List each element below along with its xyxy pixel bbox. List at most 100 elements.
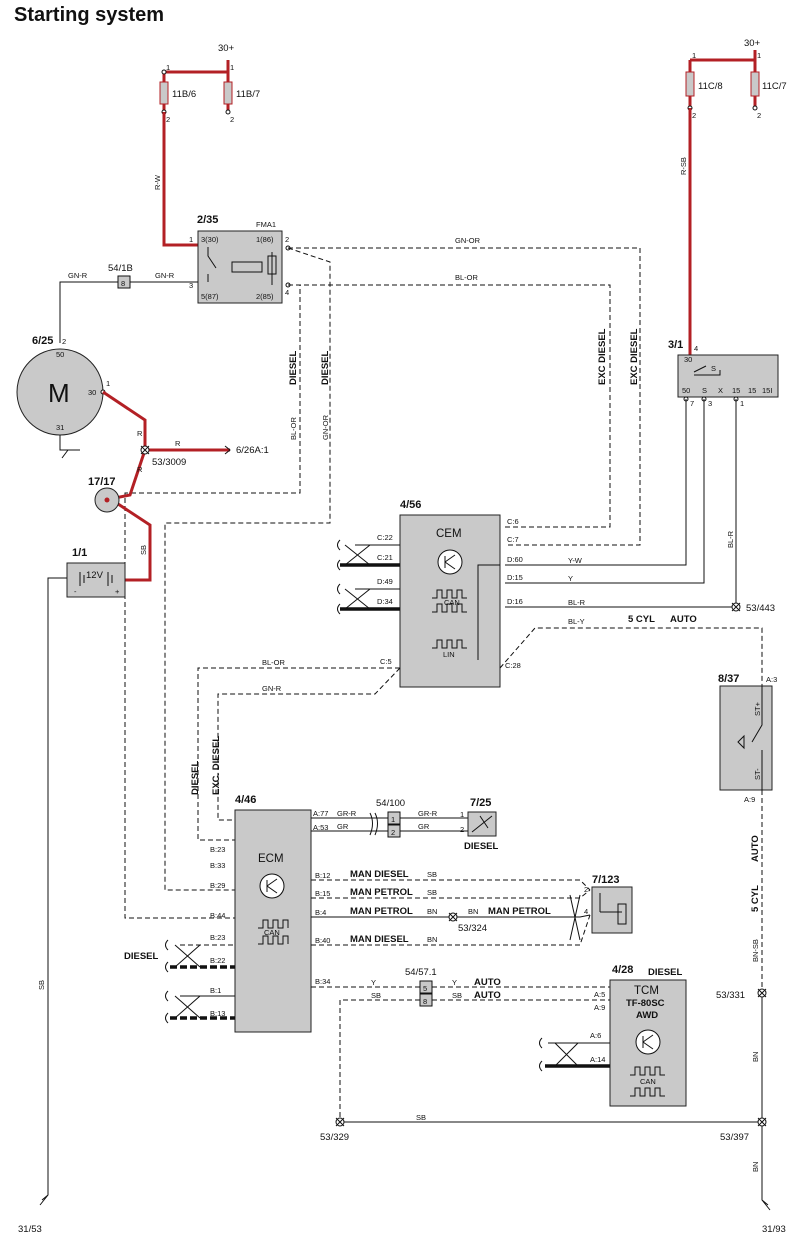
pin-label: A:5 [594,990,605,999]
tcm-box [609,979,687,1107]
pin-label: B:44 [210,911,225,920]
pin-label: - [74,587,77,596]
pin-label: X [718,386,723,395]
pin-label: A:9 [744,795,755,804]
battery-voltage: 12V [86,570,104,581]
wire-label-gnr: GN-R [68,271,88,280]
battery: 1/1 12V - + [66,547,126,598]
wire-label-r: R [137,465,143,474]
can-bus-icon [258,919,289,945]
pin-label: B:13 [210,1009,225,1018]
pin-label: B:12 [315,871,330,880]
diesel-label: DIESEL [124,951,159,962]
pin-label: 8 [121,279,125,288]
page-title: Starting system [14,4,164,26]
ecm-id: 4/46 [235,794,256,806]
cem-module: 4/56 CEM CAN LIN C:22 C:21 D:49 D:34 C:5… [377,499,523,688]
cem-can-lines [337,539,400,615]
wire-label-y: Y [568,574,573,583]
tcm-awd: AWD [636,1010,658,1021]
man-petrol-label: MAN PETROL [488,906,551,917]
pin-label: A:14 [590,1055,605,1064]
diesel-label: DIESEL [288,350,299,385]
starter-id: 6/25 [32,335,53,347]
wire-label-bn: BN [468,907,478,916]
tcm-id: 4/28 [612,964,633,976]
wire-label-sb: SB [139,545,148,555]
wire-label-bn: BN [427,935,437,944]
wire-label-r: R [175,439,181,448]
pin-label: B:1 [210,986,221,995]
splice-53-324: 53/324 [458,923,487,934]
splice-53-331: 53/331 [716,990,745,1001]
tcm-model: TF-80SC [626,998,665,1009]
tcm-name: TCM [634,985,659,997]
pin-label: D:60 [507,555,523,564]
relay-fma1: 2/35 FMA1 3(30) 1(86) 5(87) 2(85) 1 3 2 … [189,214,291,304]
relay-id: 2/35 [197,214,218,226]
fuse-11b6 [159,81,169,105]
can-bus-icon [432,589,467,613]
splice-target-label: 6/26A:1 [236,445,269,456]
pin-label: 8 [423,997,427,1006]
starter-motor: 6/25 M 50 30 31 2 1 [16,335,110,459]
fuse-block-11c: 30+ 1 1 11C/8 11C/7 2 2 [685,38,787,120]
pin-label: B:40 [315,936,330,945]
wire-label-y: Y [371,978,376,987]
power-30-label: 30+ [744,38,761,49]
pin-label: + [115,587,120,596]
pin-label: C:28 [505,661,521,670]
wire-label-sb: SB [427,870,437,879]
pin-label: 1 [106,379,110,388]
st-plus-label: ST+ [753,701,762,716]
pin-label: C:5 [380,657,392,666]
wire-label-bn: BN [427,907,437,916]
wire-label-r: R [137,429,143,438]
auto-label: AUTO [474,990,501,1001]
pin-label: 3(30) [201,235,219,244]
exc-diesel-label: EXC DIESEL [597,328,608,385]
pin-label: 31 [56,423,64,432]
diesel-label: DIESEL [464,841,499,852]
pin-label: B:15 [315,889,330,898]
pin-label: S [702,386,707,395]
gear-position-sensor: 8/37 A:3 ST+ ST- A:9 [718,673,777,804]
ignition-box [677,354,779,398]
auto-label: AUTO [670,614,697,625]
wire-label-sb: SB [452,991,462,1000]
can-label: CAN [640,1077,656,1086]
wire-label-blor: BL-OR [455,273,479,282]
ground-31-93: 31/93 [762,1224,786,1235]
pin-label: 50 [56,350,64,359]
wire-label-bn: BN [751,1052,760,1062]
connector-54-100-pin2 [387,824,401,838]
pin-label: 2 [391,828,395,837]
pin-label: 30 [684,355,692,364]
auto-label: AUTO [474,977,501,988]
splice-53-443: 53/443 [746,603,775,614]
pin-label: 4 [694,344,698,353]
transistor-icon [437,549,463,575]
fuse-11b7-label: 11B/7 [236,89,260,100]
fuse-11c7-label: 11C/7 [762,81,787,92]
connector-54-1b-label: 54/1B [108,263,133,274]
pin-label: 5(87) [201,292,219,301]
fuse-block-11b: 30+ 1 1 11B/6 11B/7 2 2 [159,43,260,124]
lin-label: LIN [443,650,455,659]
pin-label: 1 [757,51,761,60]
pin-label: 2 [62,337,66,346]
diesel-label: DIESEL [320,350,331,385]
tcm-module: 4/28 DIESEL TCM TF-80SC AWD CAN A:5 A:9 … [590,964,687,1107]
pin-label: 4 [584,907,588,916]
wire-label-gnor: GN-OR [321,414,330,440]
connector-54-57-pin8 [419,993,433,1007]
splice-53-3009-label: 53/3009 [152,457,186,468]
pin-label: A:9 [594,1003,605,1012]
battery-id: 1/1 [72,547,87,559]
pin-label: 50 [682,386,690,395]
pin-label: 4 [285,288,289,297]
wire-label-gr: GR [418,822,430,831]
connector-54-100-label: 54/100 [376,798,405,809]
diesel-label: DIESEL [190,760,201,795]
